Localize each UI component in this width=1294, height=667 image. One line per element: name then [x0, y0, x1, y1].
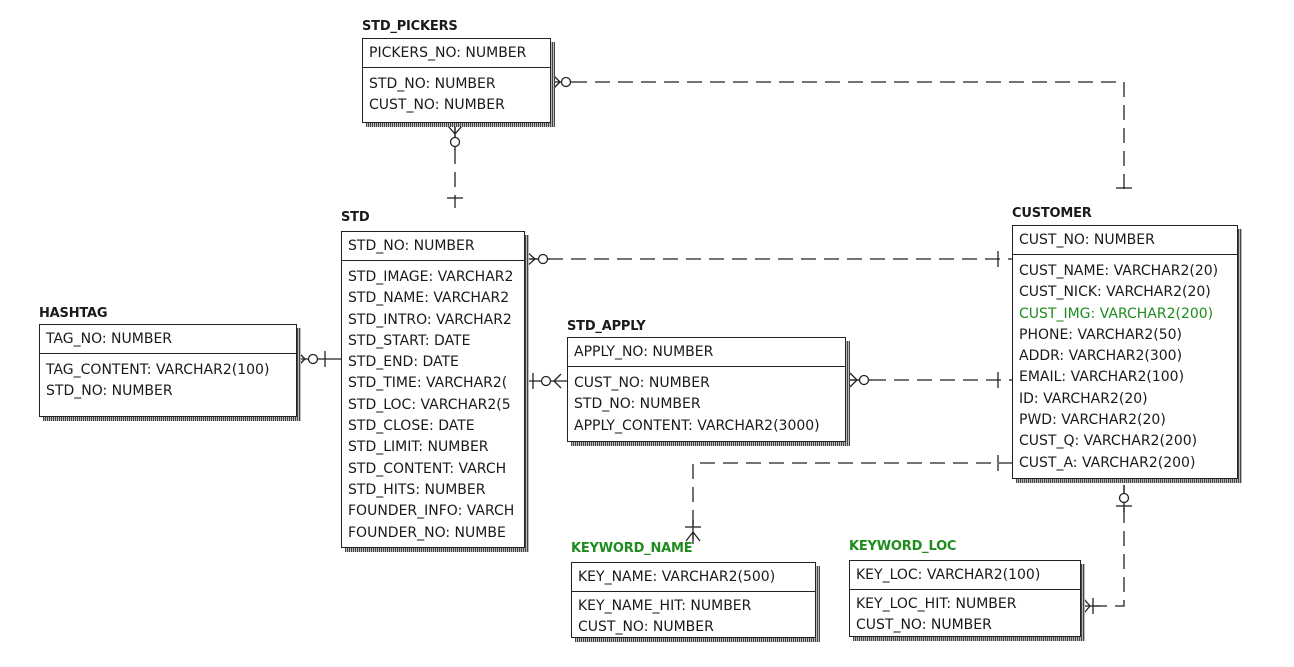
entity-title: KEYWORD_LOC	[849, 539, 957, 554]
primary-key-row: STD_NO: NUMBER	[342, 232, 524, 261]
entity-title: HASHTAG	[39, 306, 108, 321]
attribute-row: STD_CLOSE: DATE	[348, 418, 475, 435]
entity-box: KEY_LOC: VARCHAR2(100) KEY_LOC_HIT: NUMB…	[849, 560, 1081, 637]
entity-box: KEY_NAME: VARCHAR2(500) KEY_NAME_HIT: NU…	[571, 562, 816, 638]
attribute-list: CUST_NAME: VARCHAR2(20) CUST_NICK: VARCH…	[1013, 255, 1237, 474]
attribute-row: STD_CONTENT: VARCH	[348, 460, 507, 477]
attribute-list: STD_IMAGE: VARCHAR2 STD_NAME: VARCHAR2 S…	[342, 261, 524, 544]
attribute-row: STD_LIMIT: NUMBER	[348, 439, 489, 456]
attribute-row: FOUNDER_INFO: VARCH	[348, 503, 515, 520]
attribute-row: ID: VARCHAR2(20)	[1019, 390, 1148, 407]
attribute-row: CUST_A: VARCHAR2(200)	[1019, 454, 1196, 471]
primary-key-row: KEY_LOC: VARCHAR2(100)	[850, 561, 1080, 590]
attribute-row: KEY_NAME_HIT: NUMBER	[578, 598, 752, 614]
attribute-row: CUST_NICK: VARCHAR2(20)	[1019, 284, 1211, 301]
attribute-row: FOUNDER_NO: NUMBE	[348, 524, 506, 541]
attribute-list: KEY_NAME_HIT: NUMBER CUST_NO: NUMBER	[572, 592, 815, 637]
attribute-row: STD_NAME: VARCHAR2	[348, 290, 510, 307]
attribute-row: STD_LOC: VARCHAR2(5	[348, 396, 511, 413]
attribute-row: TAG_CONTENT: VARCHAR2(100)	[46, 362, 270, 378]
attribute-row: STD_START: DATE	[348, 332, 471, 349]
attribute-row: CUST_NO: NUMBER	[369, 97, 505, 114]
attribute-row-highlighted: CUST_IMG: VARCHAR2(200)	[1019, 305, 1214, 322]
attribute-row: STD_TIME: VARCHAR2(	[348, 375, 508, 392]
entity-box: TAG_NO: NUMBER TAG_CONTENT: VARCHAR2(100…	[39, 324, 297, 417]
entity-title: STD_APPLY	[567, 319, 646, 334]
attribute-row: EMAIL: VARCHAR2(100)	[1019, 369, 1185, 386]
entity-title: STD	[341, 210, 370, 225]
rel-customer-keyword-name-line	[692, 462, 1014, 540]
primary-key-row: KEY_NAME: VARCHAR2(500)	[572, 563, 815, 592]
rel-customer-keyword-loc-line	[1082, 485, 1125, 607]
entity-box: PICKERS_NO: NUMBER STD_NO: NUMBER CUST_N…	[362, 38, 551, 123]
attribute-row: APPLY_CONTENT: VARCHAR2(3000)	[574, 417, 820, 434]
primary-key-row: APPLY_NO: NUMBER	[568, 338, 845, 367]
attribute-list: CUST_NO: NUMBER STD_NO: NUMBER APPLY_CON…	[568, 367, 845, 437]
attribute-list: STD_NO: NUMBER CUST_NO: NUMBER	[363, 68, 550, 117]
rel-std-std-apply-connector	[525, 373, 568, 389]
attribute-row: STD_IMAGE: VARCHAR2	[348, 269, 514, 285]
attribute-row: STD_INTRO: VARCHAR2	[348, 311, 512, 328]
entity-box: CUST_NO: NUMBER CUST_NAME: VARCHAR2(20) …	[1012, 225, 1238, 479]
attribute-row: STD_NO: NUMBER	[574, 396, 701, 413]
rel-std-hashtag-connector	[297, 351, 342, 367]
attribute-row: KEY_LOC_HIT: NUMBER	[856, 596, 1017, 612]
attribute-row: CUST_NO: NUMBER	[578, 619, 714, 636]
rel-customer-std-apply-child-end	[848, 372, 872, 388]
attribute-list: KEY_LOC_HIT: NUMBER CUST_NO: NUMBER	[850, 590, 1080, 636]
attribute-row: PHONE: VARCHAR2(50)	[1019, 326, 1183, 343]
attribute-row: CUST_Q: VARCHAR2(200)	[1019, 433, 1198, 450]
attribute-list: TAG_CONTENT: VARCHAR2(100) STD_NO: NUMBE…	[40, 354, 296, 403]
attribute-row: PWD: VARCHAR2(20)	[1019, 412, 1166, 429]
attribute-row: CUST_NO: NUMBER	[856, 617, 992, 634]
rel-customer-keyword-loc-parent-end	[1116, 485, 1132, 512]
rel-customer-keyword-name-child-end	[685, 520, 701, 544]
entity-box: APPLY_NO: NUMBER CUST_NO: NUMBER STD_NO:…	[567, 337, 846, 442]
entity-title: KEYWORD_NAME	[571, 541, 693, 556]
entity-box: STD_NO: NUMBER STD_IMAGE: VARCHAR2 STD_N…	[341, 231, 525, 548]
entity-title: CUSTOMER	[1012, 206, 1092, 221]
attribute-row: CUST_NAME: VARCHAR2(20)	[1019, 263, 1219, 279]
attribute-row: STD_HITS: NUMBER	[348, 481, 486, 498]
entity-title: STD_PICKERS	[362, 19, 458, 34]
rel-customer-std-pickers-line	[572, 81, 1125, 196]
primary-key-row: CUST_NO: NUMBER	[1013, 226, 1237, 255]
attribute-row: STD_NO: NUMBER	[46, 383, 173, 400]
primary-key-row: TAG_NO: NUMBER	[40, 325, 296, 354]
rel-customer-keyword-loc-child-end	[1082, 598, 1100, 614]
attribute-row: STD_NO: NUMBER	[369, 76, 496, 92]
attribute-row: ADDR: VARCHAR2(300)	[1019, 348, 1183, 365]
attribute-row: STD_END: DATE	[348, 354, 459, 371]
primary-key-row: PICKERS_NO: NUMBER	[363, 39, 550, 68]
rel-std-std-pickers-child-end	[447, 124, 463, 150]
attribute-row: CUST_NO: NUMBER	[574, 375, 710, 391]
